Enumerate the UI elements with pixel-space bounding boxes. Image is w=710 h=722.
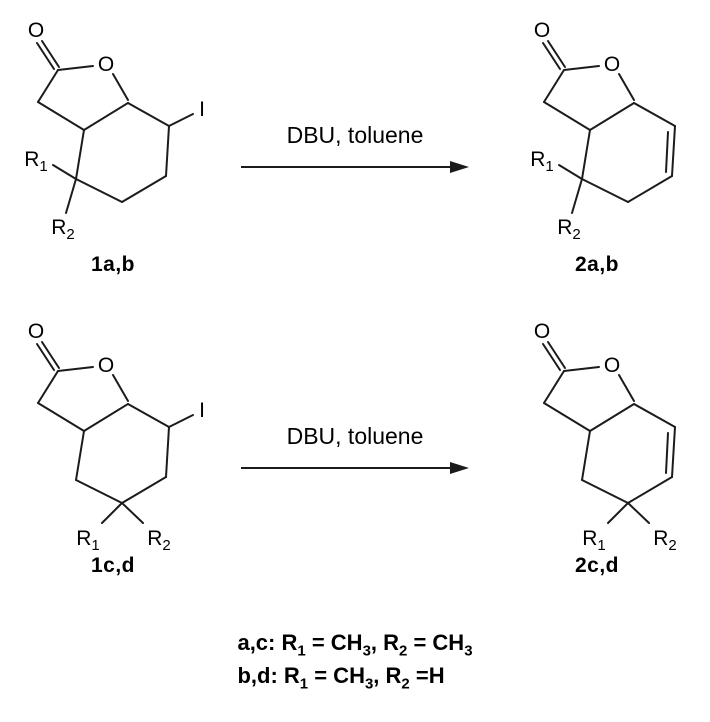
r1-label: R1 bbox=[76, 527, 100, 552]
reaction-row-2: O O I R1 R2 1c,d DBU, toluene bbox=[4, 307, 706, 578]
ring-oxygen-label: O bbox=[97, 53, 113, 76]
legend-line-2: b,d: R1 = CH3, R2 =H bbox=[237, 663, 445, 693]
legend-block: a,c: R1 = CH3, R2 = CH3 b,d: R1 = CH3, R… bbox=[237, 626, 472, 692]
r1-label: R1 bbox=[582, 527, 606, 552]
carbonyl-oxygen-label: O bbox=[533, 19, 549, 42]
structure-product-2ab: O O R1 R2 bbox=[530, 19, 676, 243]
compound-label-2cd: 2c,d bbox=[574, 554, 620, 577]
reactant-cell-1: O O I R1 R2 1a,b bbox=[4, 6, 222, 277]
atom-labels: O O I R1 R2 bbox=[24, 19, 205, 243]
legend-line-1: a,c: R1 = CH3, R2 = CH3 bbox=[237, 630, 473, 660]
reaction-arrow-1 bbox=[241, 160, 469, 173]
atom-labels: O O I R1 R2 bbox=[27, 320, 204, 552]
reaction-arrow-2 bbox=[241, 461, 469, 474]
ring-oxygen-label: O bbox=[97, 354, 113, 377]
bond-lines bbox=[541, 341, 676, 524]
r1-label: R1 bbox=[24, 148, 48, 175]
legend: a,c: R1 = CH3, R2 = CH3 b,d: R1 = CH3, R… bbox=[4, 626, 706, 692]
structure-product-2cd: O O R1 R2 bbox=[533, 320, 676, 552]
product-cell-2: O O R1 R2 2c,d bbox=[488, 307, 706, 578]
bond-lines bbox=[35, 341, 194, 524]
compound-label-1cd: 1c,d bbox=[90, 554, 136, 577]
compound-label-1ab: 1a,b bbox=[90, 253, 136, 276]
carbonyl-oxygen-label: O bbox=[533, 320, 549, 343]
ring-oxygen-label: O bbox=[603, 53, 619, 76]
reaction-conditions-2: DBU, toluene bbox=[286, 422, 424, 449]
atom-labels: O O R1 R2 bbox=[530, 19, 620, 243]
iodine-label: I bbox=[199, 399, 205, 422]
compound-label-2ab: 2a,b bbox=[574, 253, 620, 276]
reactant-cell-2: O O I R1 R2 1c,d bbox=[4, 307, 222, 578]
product-cell-1: O O R1 R2 2a,b bbox=[488, 6, 706, 277]
bond-lines bbox=[35, 40, 194, 214]
reaction-row-1: O O I R1 R2 1a,b DBU, toluene bbox=[4, 6, 706, 277]
r2-label: R2 bbox=[147, 527, 171, 552]
structure-reactant-1ab: O O I R1 R2 bbox=[24, 19, 205, 243]
r1-label: R1 bbox=[530, 148, 554, 175]
carbonyl-oxygen-label: O bbox=[27, 19, 43, 42]
structure-reactant-1cd: O O I R1 R2 bbox=[27, 320, 204, 552]
arrow-cell-1: DBU, toluene bbox=[222, 6, 488, 251]
r2-label: R2 bbox=[557, 216, 581, 243]
iodine-label: I bbox=[199, 98, 205, 121]
bond-lines bbox=[541, 40, 676, 214]
r2-label: R2 bbox=[51, 216, 75, 243]
arrow-cell-2: DBU, toluene bbox=[222, 307, 488, 552]
reaction-conditions-1: DBU, toluene bbox=[286, 121, 424, 148]
atom-labels: O O R1 R2 bbox=[533, 320, 676, 552]
carbonyl-oxygen-label: O bbox=[27, 320, 43, 343]
r2-label: R2 bbox=[653, 527, 677, 552]
ring-oxygen-label: O bbox=[603, 354, 619, 377]
